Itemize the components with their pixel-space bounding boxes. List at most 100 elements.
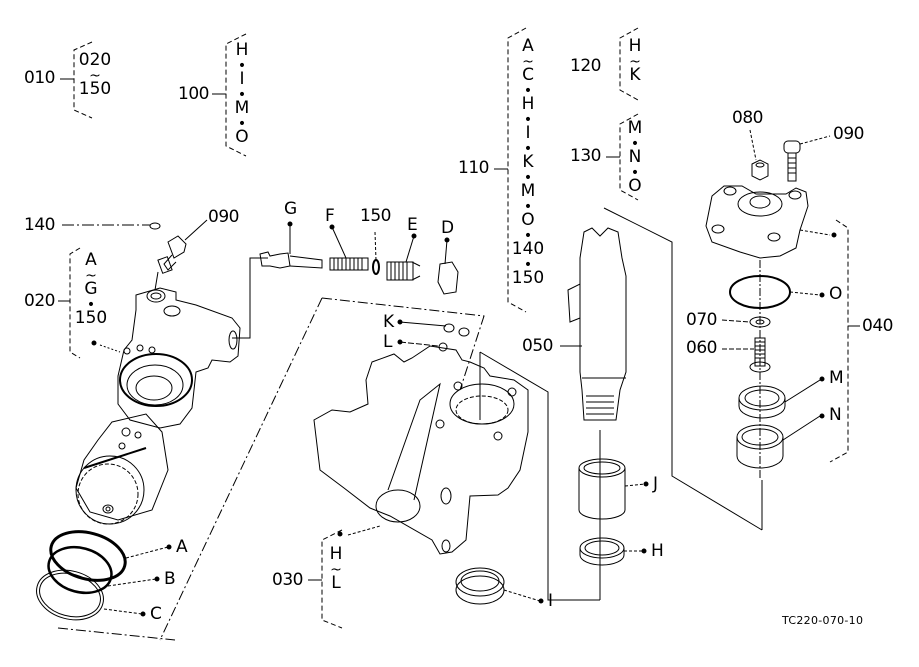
bracket-leaders — [58, 79, 860, 580]
separator: ~ — [85, 268, 97, 284]
range-end: 150 — [78, 79, 112, 99]
range-start: H — [628, 36, 642, 56]
part-090-bolt — [784, 136, 830, 181]
item: G — [84, 279, 98, 299]
callout-130-items: M • N • O — [625, 120, 645, 197]
item: C — [522, 65, 534, 85]
range-tilde: ~ — [330, 562, 342, 578]
item: O — [235, 127, 249, 147]
part-label-M: M — [829, 368, 844, 388]
callout-150-label: 150 — [360, 206, 391, 226]
separator: • — [523, 83, 533, 99]
callout-110-items: A ~ C • H • I • K • M • O • 140 • 150 — [511, 38, 545, 289]
part-label-N: N — [829, 405, 842, 425]
part-D-nut — [438, 238, 458, 294]
part-030-body — [314, 346, 528, 554]
bracket-100 — [226, 34, 246, 156]
part-N-needle-bearing — [737, 414, 824, 468]
bracket-010 — [74, 42, 92, 118]
part-070-washer — [722, 317, 770, 327]
part-F-spring — [330, 225, 368, 270]
callout-100-items: H • I • M • O — [232, 42, 252, 148]
range-start: H — [329, 544, 343, 564]
part-050-shaft — [560, 228, 626, 420]
callout-010-label: 010 — [24, 68, 55, 88]
callout-100-label: 100 — [178, 84, 209, 104]
callout-130-label: 130 — [570, 146, 601, 166]
item: 140 — [511, 239, 545, 259]
part-label-G: G — [284, 199, 297, 219]
drawing-code: TC220-070-10 — [782, 614, 864, 627]
part-O-oring — [730, 276, 824, 308]
separator: • — [237, 58, 247, 74]
range-end: L — [331, 573, 341, 593]
separator: • — [86, 297, 96, 313]
part-label-B: B — [164, 569, 176, 589]
part-label-K: K — [383, 312, 394, 332]
callout-140-label: 140 — [24, 215, 55, 235]
part-G-valve-spool — [260, 222, 322, 268]
item: O — [628, 176, 642, 196]
part-C-backup-ring — [31, 563, 145, 627]
item: 150 — [74, 308, 108, 328]
range-tilde: ~ — [629, 54, 641, 70]
part-A-oring — [45, 524, 171, 588]
bracket-040 — [830, 220, 848, 462]
separator: • — [523, 228, 533, 244]
callout-040-label: 040 — [862, 316, 893, 336]
separator: • — [523, 170, 533, 186]
part-J-bearing — [579, 459, 648, 519]
part-040-cover — [706, 186, 836, 258]
range-end: K — [629, 65, 641, 85]
part-label-H: H — [651, 541, 664, 561]
item: N — [628, 147, 642, 167]
callout-050-label: 050 — [522, 336, 553, 356]
part-K-orings — [398, 320, 469, 336]
item: M — [520, 181, 536, 201]
part-020-pump-housing — [92, 288, 240, 428]
separator: • — [523, 112, 533, 128]
subassembly-outlines — [58, 298, 484, 640]
bracket-130 — [620, 114, 638, 200]
separator: • — [523, 257, 533, 273]
part-rotor-cylinder — [76, 414, 168, 524]
part-label-L: L — [383, 332, 392, 352]
callout-120-label: 120 — [570, 56, 601, 76]
part-140-oring — [62, 223, 160, 229]
callout-110-label: 110 — [458, 158, 489, 178]
range-tilde: ~ — [89, 68, 101, 84]
part-label-C: C — [150, 604, 162, 624]
bracket-110 — [508, 28, 526, 312]
part-label-J: J — [653, 474, 658, 494]
part-label-A: A — [176, 537, 188, 557]
separator: ~ — [522, 54, 534, 70]
callout-020-items: A ~ G • 150 — [74, 252, 108, 329]
separator: • — [237, 87, 247, 103]
part-label-I: I — [548, 591, 553, 611]
part-090-fitting — [155, 220, 207, 290]
part-label-O: O — [829, 284, 842, 304]
range-start: 020 — [78, 50, 112, 70]
part-150-oring — [373, 232, 379, 274]
callout-010-range: 020 ~ 150 — [78, 52, 112, 100]
part-B-oring — [43, 540, 159, 599]
part-H-seal — [580, 538, 646, 565]
part-L-plug — [398, 340, 447, 351]
item: O — [521, 210, 535, 230]
callout-090-right-label: 090 — [833, 124, 864, 144]
item: 150 — [511, 268, 545, 288]
bracket-020 — [70, 248, 80, 358]
callout-120-range: H ~ K — [625, 38, 645, 86]
part-label-F: F — [325, 206, 335, 226]
part-E-plug — [387, 234, 420, 280]
part-080-nut — [750, 130, 768, 180]
routing-lines — [232, 208, 762, 600]
bracket-120 — [620, 28, 638, 100]
separator: • — [630, 165, 640, 181]
callout-090-left-label: 090 — [208, 207, 239, 227]
item: M — [627, 118, 643, 138]
item: M — [234, 98, 250, 118]
item: H — [521, 94, 535, 114]
callout-brackets — [70, 28, 848, 628]
